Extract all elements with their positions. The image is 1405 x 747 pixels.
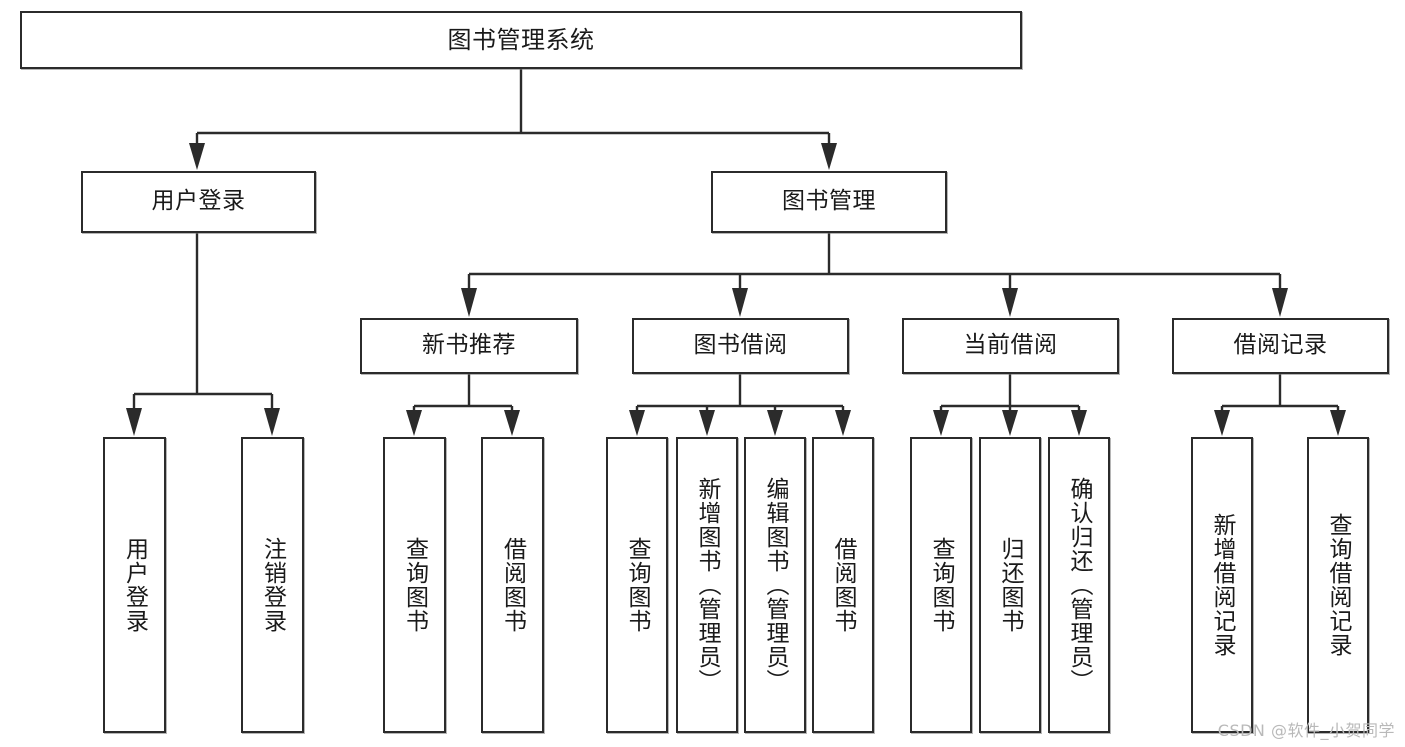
leaf-edit-book[interactable]: 编辑图书（管理员） (744, 437, 806, 733)
leaf-return-book[interactable]: 归还图书 (979, 437, 1041, 733)
node-borrow-record[interactable]: 借阅记录 (1172, 318, 1389, 374)
leaf-query-book-borrow[interactable]: 查询图书 (606, 437, 668, 733)
node-current-borrow[interactable]: 当前借阅 (902, 318, 1119, 374)
node-book-management[interactable]: 图书管理 (711, 171, 947, 233)
leaf-borrow-book[interactable]: 借阅图书 (812, 437, 874, 733)
leaf-add-borrow-record[interactable]: 新增借阅记录 (1191, 437, 1253, 733)
node-user-login[interactable]: 用户登录 (81, 171, 316, 233)
leaf-query-book-recommend[interactable]: 查询图书 (383, 437, 446, 733)
leaf-add-book[interactable]: 新增图书（管理员） (676, 437, 738, 733)
csdn-watermark: CSDN @软件_小贺同学 (1217, 721, 1395, 740)
leaf-query-borrow-record[interactable]: 查询借阅记录 (1307, 437, 1369, 733)
node-new-book-recommend[interactable]: 新书推荐 (360, 318, 578, 374)
node-book-borrow[interactable]: 图书借阅 (632, 318, 849, 374)
node-root-system[interactable]: 图书管理系统 (20, 11, 1022, 69)
leaf-user-login[interactable]: 用户登录 (103, 437, 166, 733)
leaf-user-logout[interactable]: 注销登录 (241, 437, 304, 733)
leaf-confirm-return[interactable]: 确认归还（管理员） (1048, 437, 1110, 733)
leaf-borrow-book-recommend[interactable]: 借阅图书 (481, 437, 544, 733)
leaf-query-book-current[interactable]: 查询图书 (910, 437, 972, 733)
